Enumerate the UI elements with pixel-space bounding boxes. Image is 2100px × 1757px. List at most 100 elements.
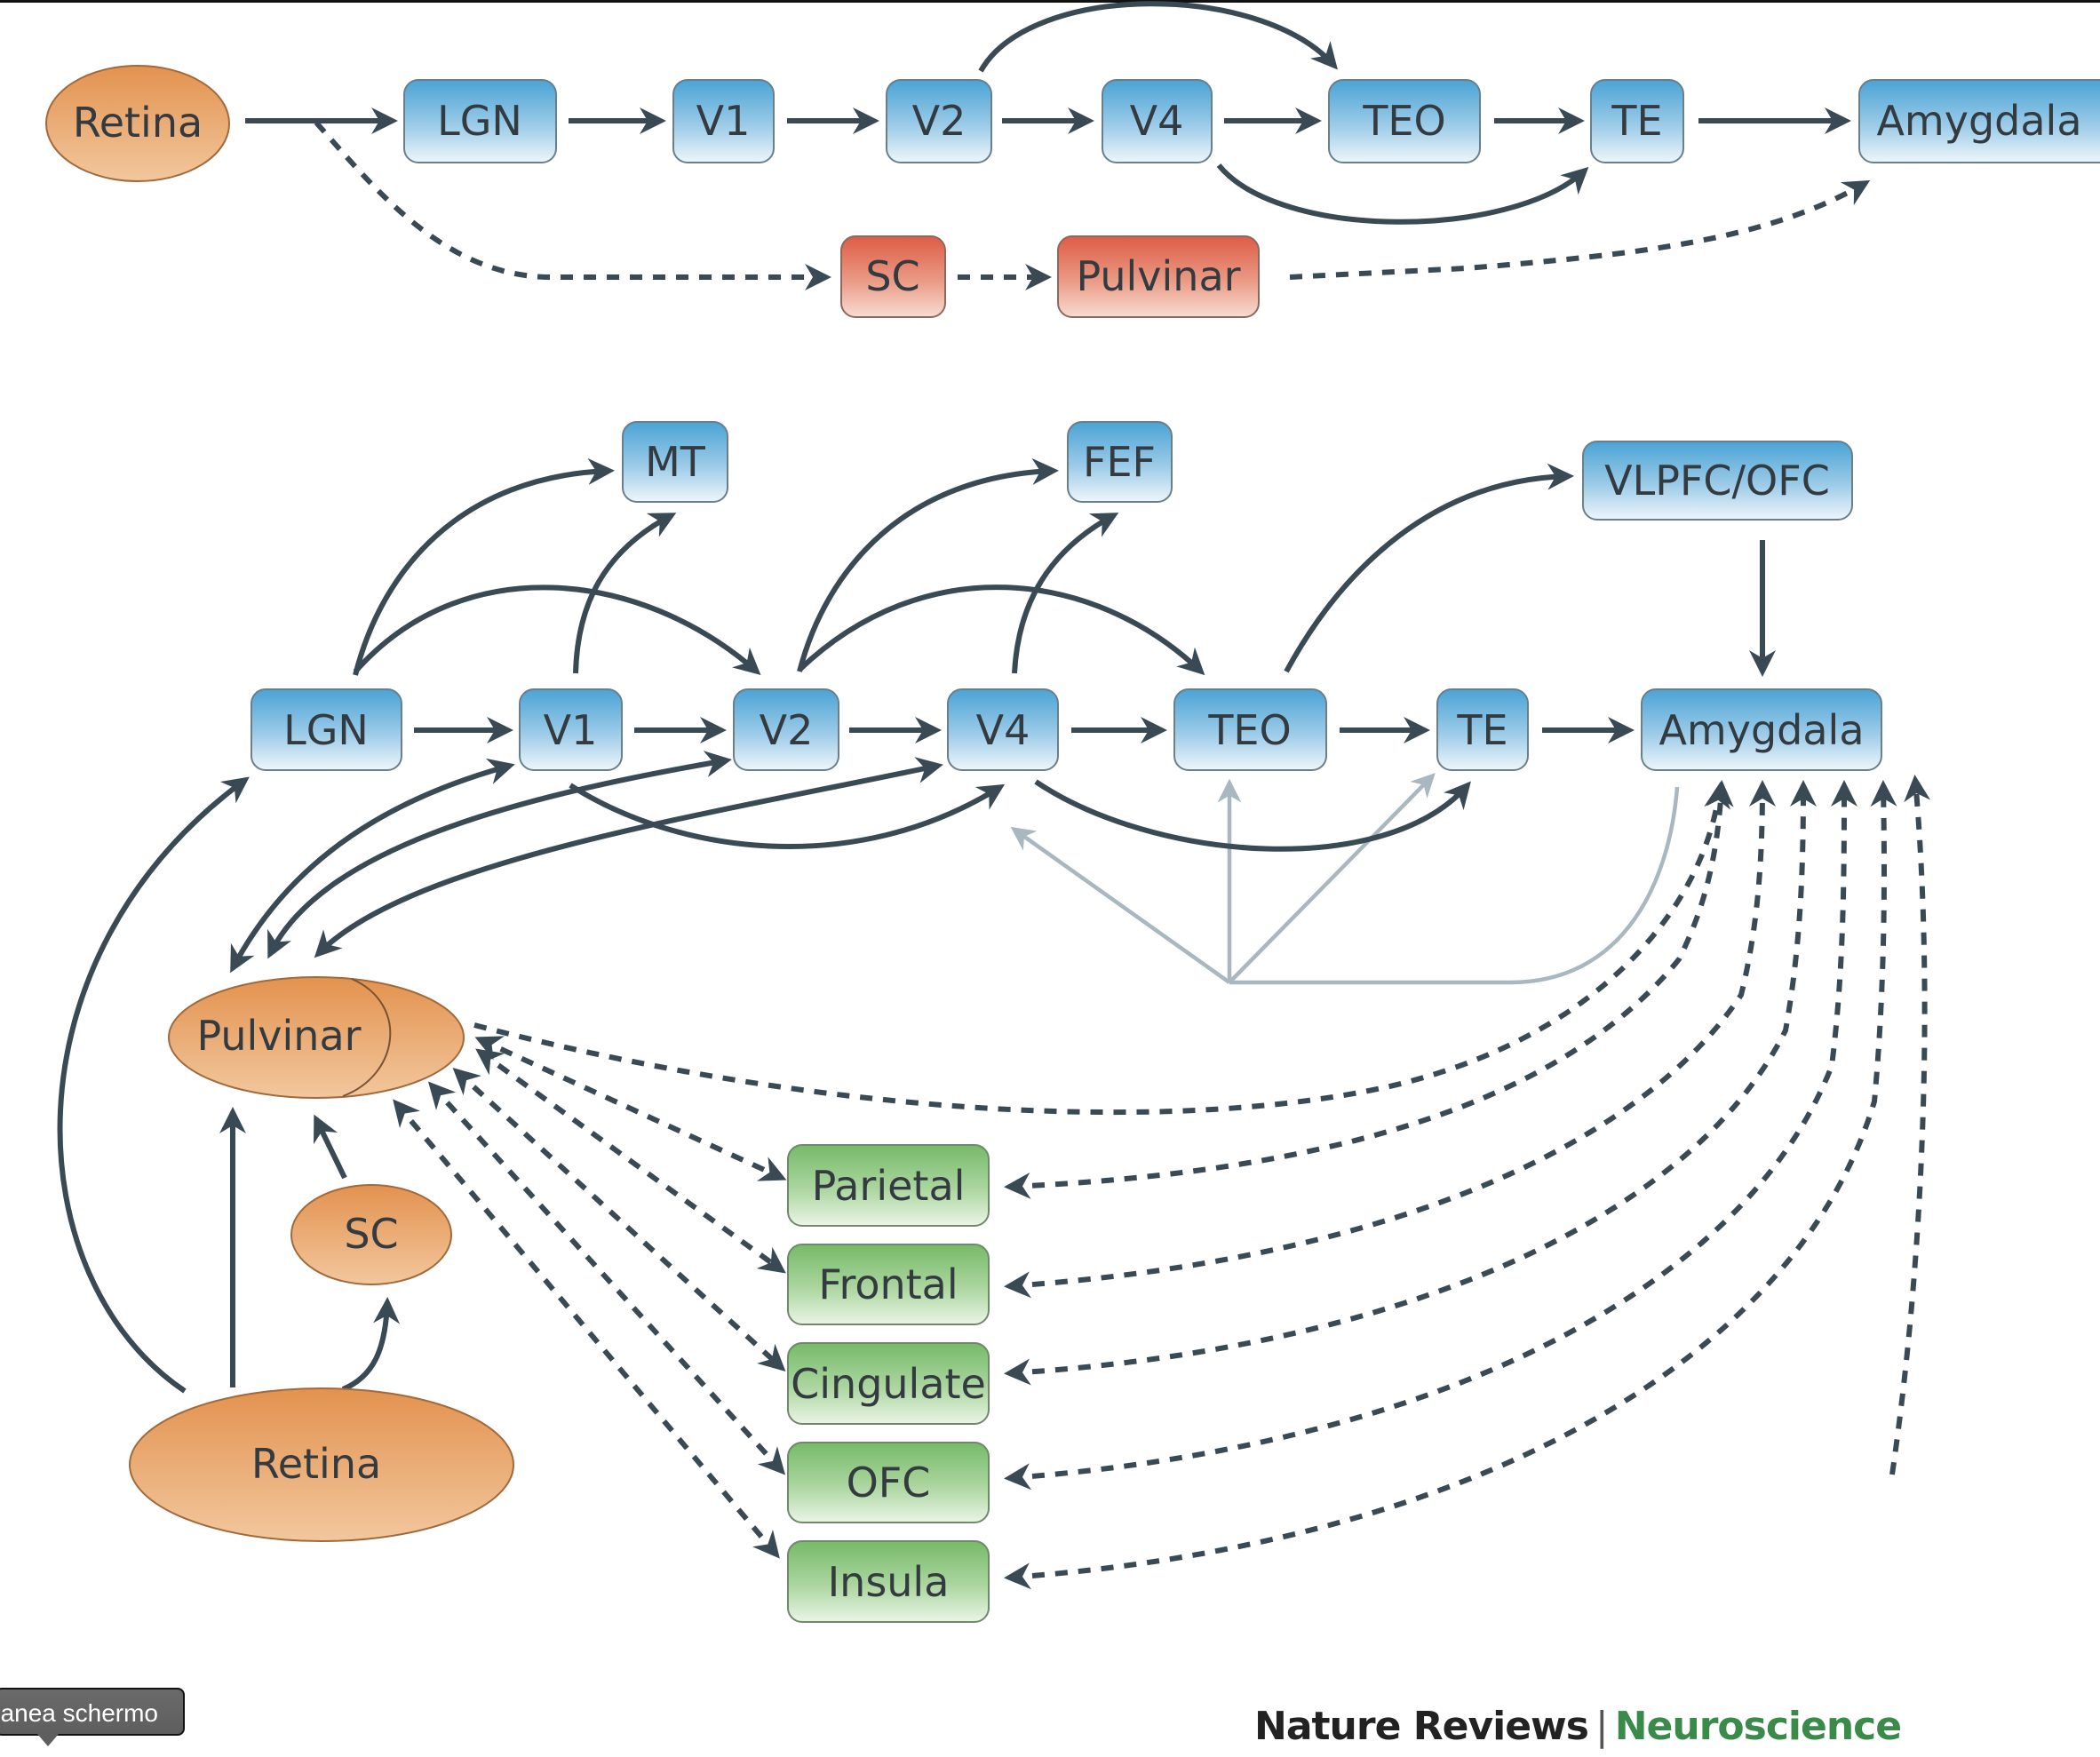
edge-b-v2-fef: [797, 457, 1059, 672]
label-b-vlpfc-ofc: VLPFC/OFC: [1604, 457, 1830, 505]
label-a-lgn: LGN: [437, 97, 522, 145]
window-top-border: [0, 0, 2100, 3]
panel-b: LGN V1 V2 V4 TEO TE Amygdala MT: [57, 421, 1931, 1623]
node-a-v4[interactable]: V4: [1102, 79, 1213, 163]
edge-b-lgn-v2: [353, 584, 761, 675]
edge-amygdala-feedback-light: [1229, 786, 1680, 985]
label-b-fef: FEF: [1083, 438, 1156, 486]
label-b-ofc: OFC: [847, 1459, 931, 1507]
node-b-v1[interactable]: V1: [519, 688, 623, 771]
label-b-v2: V2: [760, 706, 814, 754]
label-b-lgn: LGN: [283, 706, 369, 754]
label-b-amygdala: Amygdala: [1659, 706, 1864, 754]
node-b-cingulate[interactable]: Cingulate: [787, 1342, 990, 1425]
edge-b-retina-lgn: [57, 776, 250, 1394]
node-b-pulvinar[interactable]: Pulvinar: [168, 976, 465, 1099]
edge-b-v4-fef: [1012, 513, 1119, 674]
label-b-parietal: Parietal: [812, 1162, 966, 1210]
node-a-teo[interactable]: TEO: [1328, 79, 1481, 163]
node-a-retina[interactable]: Retina: [45, 65, 230, 182]
panel-b-edges: [57, 457, 1931, 1590]
node-a-sc[interactable]: SC: [840, 235, 946, 318]
label-a-pulvinar: Pulvinar: [1076, 252, 1240, 300]
edge-b-v2-teo: [797, 584, 1205, 676]
node-a-lgn[interactable]: LGN: [403, 79, 557, 163]
node-a-v1[interactable]: V1: [672, 79, 775, 163]
edge-b-teo-vlpfc: [1284, 463, 1574, 673]
edge-b-pulvinar-frontal: [475, 1048, 786, 1274]
label-b-sc: SC: [344, 1210, 398, 1258]
node-b-v4[interactable]: V4: [947, 688, 1059, 771]
node-b-v2[interactable]: V2: [733, 688, 839, 771]
edge-b-v1-mt: [573, 513, 677, 674]
node-b-parietal[interactable]: Parietal: [787, 1144, 990, 1227]
edge-pulvinar-amygdala-dashed: [1289, 179, 1871, 280]
edge-b-amygdala-frontal: [1004, 780, 1776, 1299]
label-a-v2: V2: [912, 97, 966, 145]
label-a-amygdala: Amygdala: [1876, 97, 2081, 145]
label-b-mt: MT: [645, 438, 706, 486]
node-b-lgn[interactable]: LGN: [251, 688, 402, 771]
node-b-amygdala[interactable]: Amygdala: [1641, 688, 1882, 771]
node-b-teo[interactable]: TEO: [1173, 688, 1327, 771]
label-a-sc: SC: [865, 252, 919, 300]
label-b-v1: V1: [544, 706, 598, 754]
node-a-pulvinar[interactable]: Pulvinar: [1057, 235, 1260, 318]
node-a-amygdala[interactable]: Amygdala: [1858, 79, 2100, 163]
edge-b-pulvinar-v1: [230, 758, 515, 974]
node-a-te[interactable]: TE: [1590, 79, 1684, 163]
edge-b-amygdala-extra: [1889, 775, 1931, 1475]
edge-b-pulvinar-insula: [393, 1099, 780, 1559]
edge-b-pulvinar-v4: [314, 757, 943, 958]
caption-separator: |: [1595, 1704, 1609, 1749]
node-a-v2[interactable]: V2: [886, 79, 992, 163]
tooltip-text: anea schermo: [0, 1699, 158, 1727]
label-a-te: TE: [1611, 97, 1662, 145]
label-b-pulvinar: Pulvinar: [196, 1012, 361, 1060]
caption-field: Neuroscience: [1614, 1704, 1902, 1749]
node-b-mt[interactable]: MT: [622, 421, 728, 503]
label-a-v4: V4: [1130, 97, 1184, 145]
edge-b-amygdala-ofc: [1004, 780, 1857, 1491]
label-b-teo: TEO: [1207, 706, 1291, 754]
figure-caption: Nature Reviews|Neuroscience: [1254, 1704, 1902, 1749]
label-a-retina: Retina: [73, 99, 203, 147]
edge-v2-teo-arc: [978, 1, 1338, 73]
edge-b-v4-te-lower: [1034, 779, 1471, 852]
label-b-te: TE: [1456, 706, 1507, 754]
screen-capture-tooltip: anea schermo: [0, 1688, 185, 1736]
edge-v4-te-arc: [1216, 163, 1589, 225]
edge-b-lgn-mt: [353, 457, 615, 676]
node-b-sc[interactable]: SC: [290, 1184, 452, 1285]
node-b-ofc[interactable]: OFC: [787, 1442, 990, 1523]
panel-a-edges: [245, 1, 1871, 290]
node-b-frontal[interactable]: Frontal: [787, 1244, 990, 1325]
edge-b-pulvinar-v2: [267, 751, 732, 959]
pulvinar-subdivision-line: [342, 978, 392, 1097]
edge-b-pulvinar-parietal: [474, 1036, 787, 1181]
edge-b-sc-pulvinar: [313, 1114, 347, 1180]
label-b-frontal: Frontal: [818, 1260, 958, 1308]
node-b-fef[interactable]: FEF: [1067, 421, 1173, 503]
node-b-insula[interactable]: Insula: [787, 1540, 990, 1623]
label-b-v4: V4: [976, 706, 1030, 754]
tooltip-pointer: [37, 1734, 59, 1746]
edge-b-pulvinar-ofc: [427, 1081, 786, 1475]
label-a-v1: V1: [696, 97, 751, 145]
label-b-retina: Retina: [251, 1440, 381, 1488]
label-a-teo: TEO: [1362, 97, 1445, 145]
node-b-vlpfc-ofc[interactable]: VLPFC/OFC: [1582, 441, 1853, 521]
edge-b-pulvinar-amygdala-dashed: [473, 782, 1731, 1116]
caption-journal: Nature Reviews: [1254, 1704, 1589, 1749]
edge-feedback-to-te-light: [1228, 773, 1436, 984]
edge-feedback-to-v4-light: [1010, 826, 1231, 984]
edge-b-amygdala-insula: [1004, 780, 1897, 1590]
edge-b-amygdala-cingulate: [1004, 780, 1817, 1386]
node-b-retina[interactable]: Retina: [129, 1387, 514, 1542]
edge-b-retina-sc: [341, 1297, 401, 1392]
label-b-cingulate: Cingulate: [791, 1360, 986, 1408]
node-b-te[interactable]: TE: [1436, 688, 1529, 771]
panel-a: Retina LGN V1 V2 V4 TEO TE Amygdala: [45, 1, 2100, 318]
label-b-insula: Insula: [828, 1558, 950, 1606]
